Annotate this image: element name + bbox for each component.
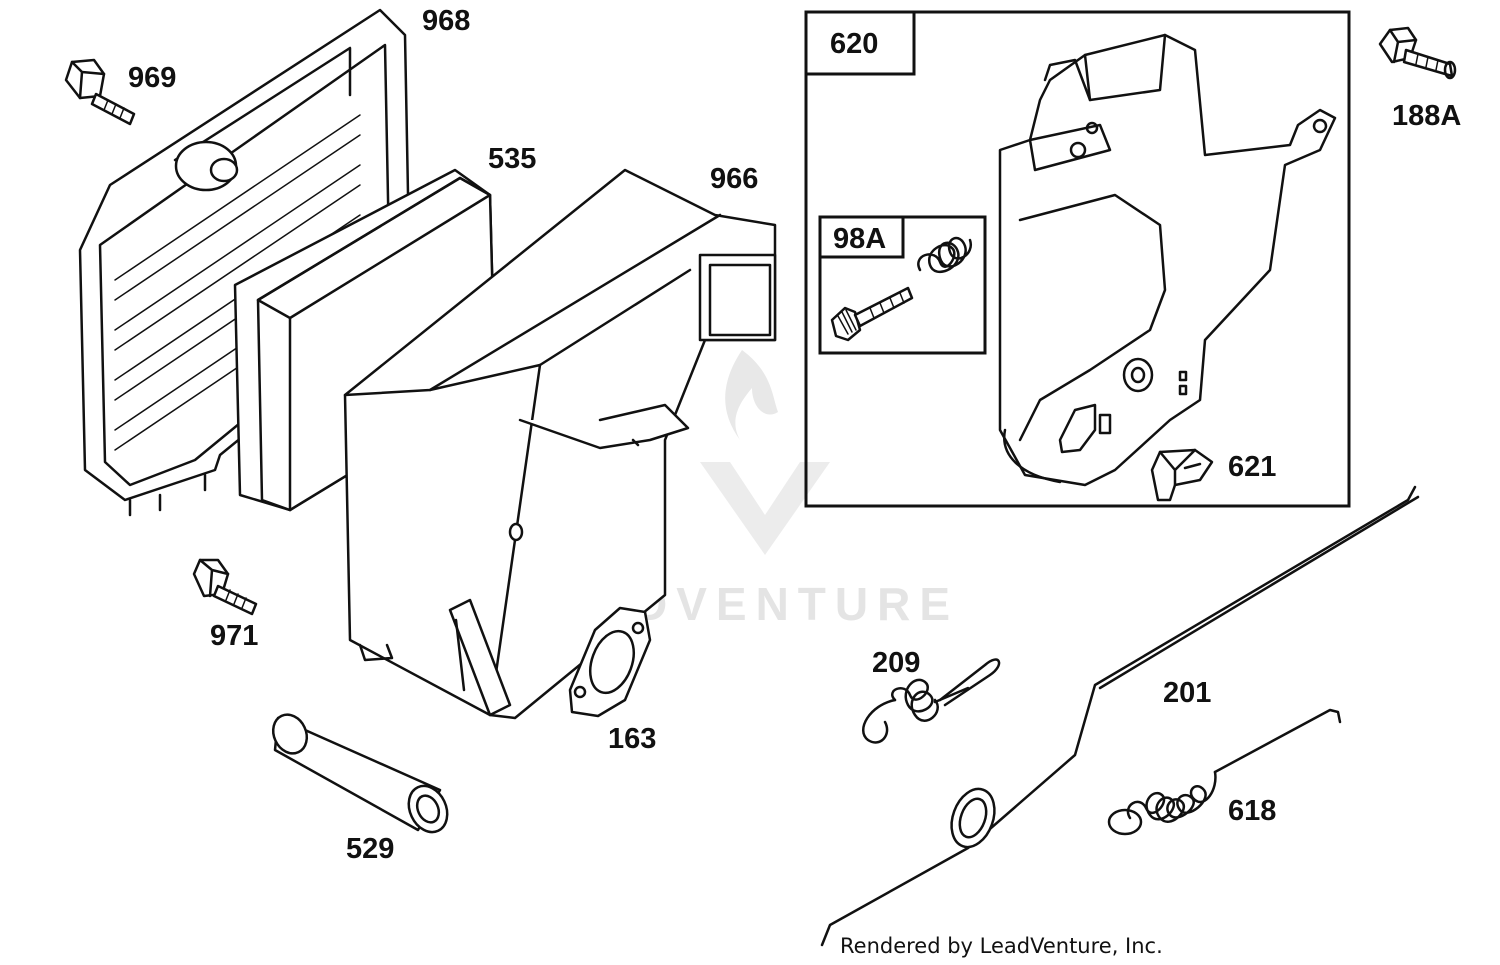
callout-968: 968 <box>422 5 470 37</box>
assembly-98a-tag <box>818 215 905 259</box>
tube-529-part <box>271 713 449 834</box>
air-cleaner-cover-part <box>343 168 777 720</box>
control-bracket-part <box>998 33 1337 487</box>
callout-209: 209 <box>872 647 920 679</box>
callout-971: 971 <box>210 620 258 652</box>
screw-971-part <box>192 558 258 616</box>
callout-618: 618 <box>1228 795 1276 827</box>
spring-209-part <box>862 658 1001 744</box>
clip-621-part <box>1150 448 1214 502</box>
callout-966: 966 <box>710 163 758 195</box>
callout-98a: 98A <box>833 223 886 255</box>
callout-163: 163 <box>608 723 656 755</box>
spring-618-part <box>1107 708 1342 836</box>
spring-98a-part <box>917 236 973 273</box>
callout-620: 620 <box>830 28 878 60</box>
adjust-screw-98a-part <box>830 286 914 342</box>
callout-621: 621 <box>1228 451 1276 483</box>
screw-969-part <box>64 58 136 126</box>
callout-188a: 188A <box>1392 100 1461 132</box>
callout-529: 529 <box>346 833 394 865</box>
callout-969: 969 <box>128 62 176 94</box>
watermark-logo-icon <box>700 350 830 555</box>
callout-201: 201 <box>1163 677 1211 709</box>
air-filter-base-part <box>78 8 412 517</box>
governor-rod-201-part <box>820 485 1420 947</box>
assembly-620-frame <box>804 10 1351 508</box>
gasket-163-part <box>568 606 652 718</box>
screw-188a-part <box>1378 26 1457 80</box>
assembly-620-tag <box>804 10 916 76</box>
callout-535: 535 <box>488 143 536 175</box>
filter-element-part <box>233 168 497 512</box>
footer-credit: Rendered by LeadVenture, Inc. <box>840 934 1163 958</box>
